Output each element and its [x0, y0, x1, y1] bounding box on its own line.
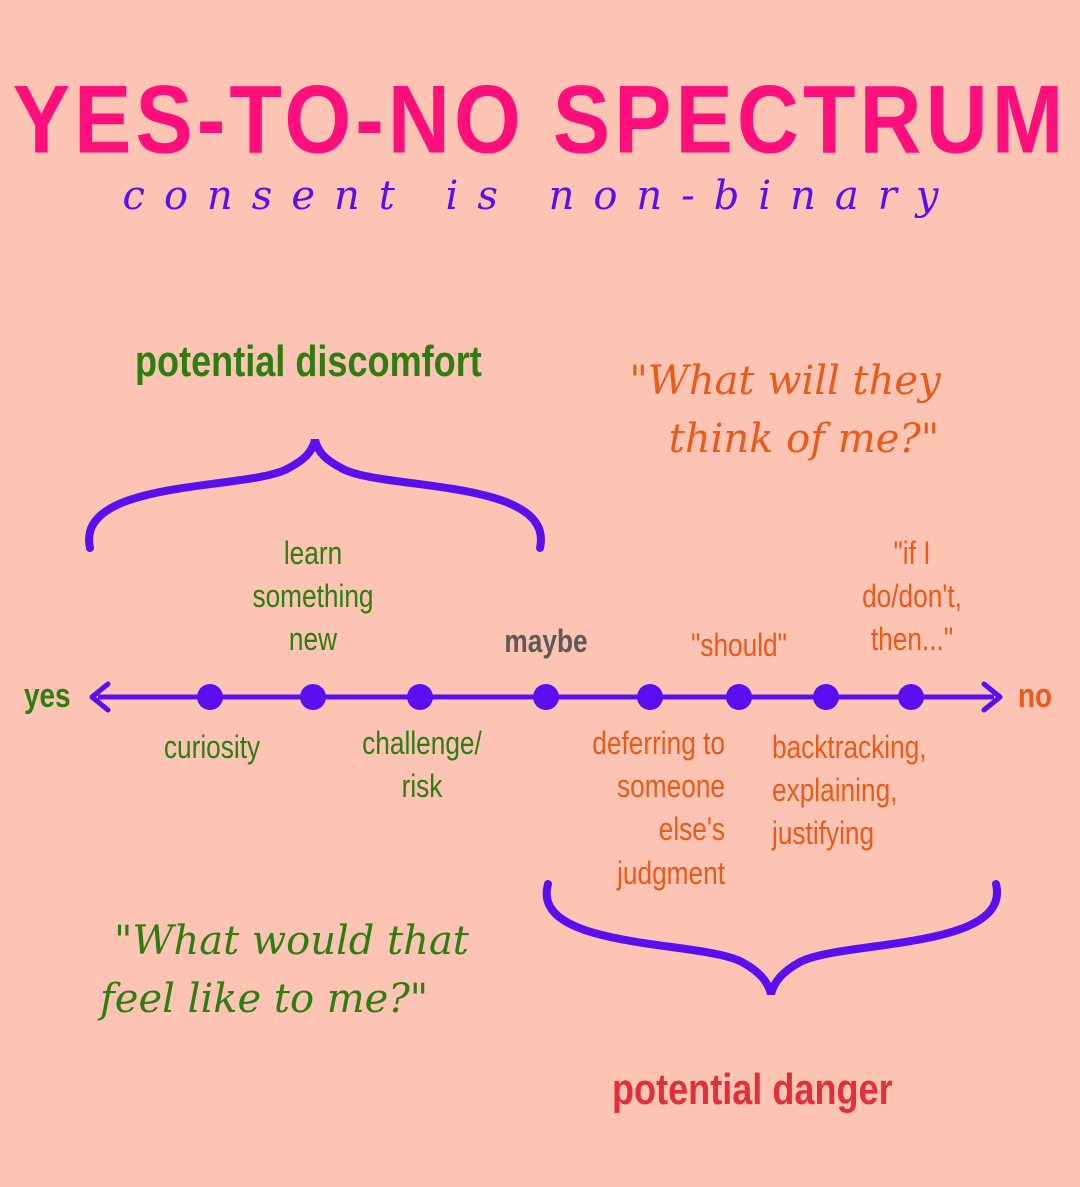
no-label: no: [1018, 677, 1053, 715]
yes-label: yes: [24, 677, 71, 715]
challenge-label: challenge/ risk: [362, 725, 482, 805]
page-subtitle: consent is non-binary: [122, 173, 958, 219]
danger-heading: potential danger: [612, 1065, 893, 1114]
point-ifi: [898, 684, 924, 710]
point-challenge: [407, 684, 433, 710]
no-arrowhead: [981, 681, 1003, 713]
danger-quote-line2: think of me?": [668, 416, 940, 462]
ifi-label: "if I do/don't, then...": [862, 535, 962, 658]
point-maybe: [533, 684, 559, 710]
danger-quote-line1: "What will they: [629, 358, 941, 404]
point-should: [726, 684, 752, 710]
discomfort-heading: potential discomfort: [135, 337, 482, 386]
point-backtracking: [813, 684, 839, 710]
discomfort-brace: [85, 438, 545, 552]
deferring-label: deferring to someone else's judgment: [592, 725, 725, 891]
discomfort-quote: "What would that feel like to me?": [100, 912, 500, 1028]
danger-brace: [542, 880, 1001, 996]
backtracking-label: backtracking, explaining, justifying: [772, 729, 927, 852]
discomfort-quote-line1: "What would that: [114, 918, 469, 964]
point-curiosity: [197, 684, 223, 710]
danger-quote: "What will they think of me?": [620, 352, 950, 468]
yes-arrowhead: [89, 681, 111, 713]
discomfort-quote-line2: feel like to me?": [100, 976, 429, 1022]
point-deferring: [637, 684, 663, 710]
should-label: "should": [691, 627, 787, 663]
point-learn: [300, 684, 326, 710]
learn-label: learn something new: [252, 535, 374, 658]
maybe-label: maybe: [504, 623, 588, 659]
page-title: YES-TO-NO SPECTRUM: [12, 66, 1068, 174]
curiosity-label: curiosity: [163, 729, 261, 765]
